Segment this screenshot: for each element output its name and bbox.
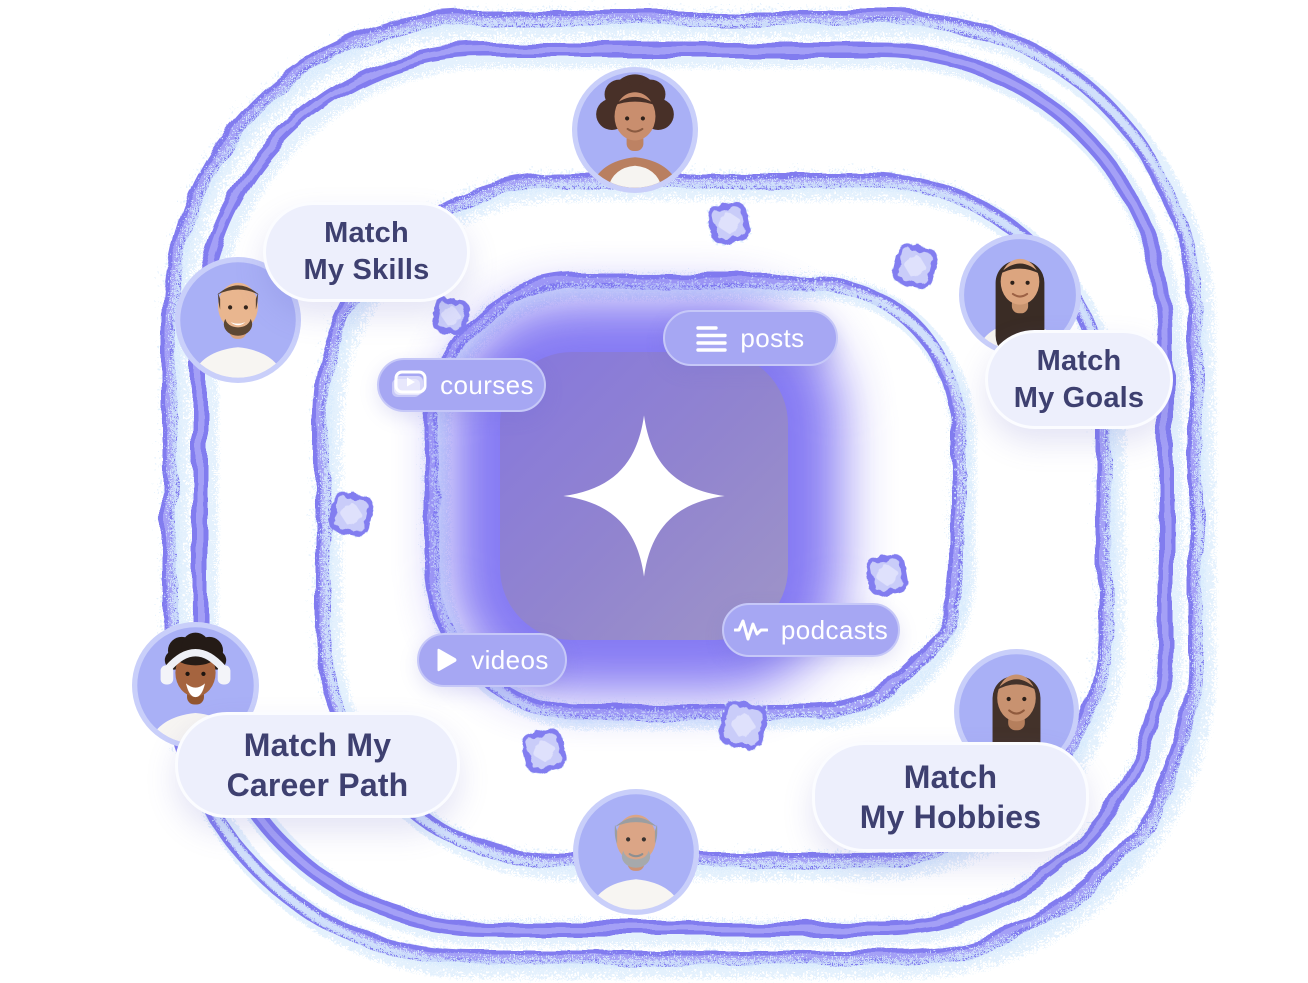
match-pill-line: My Goals	[1013, 381, 1145, 414]
course-slides-play-icon	[389, 370, 427, 401]
podcasts-tag[interactable]: podcasts	[722, 603, 900, 657]
match-my-career-path-pill[interactable]: Match My Career Path	[175, 712, 460, 818]
match-my-goals-pill[interactable]: Match My Goals	[985, 330, 1173, 429]
play-icon	[435, 647, 458, 673]
ai-center-card	[500, 352, 788, 640]
avatar-senior-man	[573, 789, 699, 915]
match-pill-line: My Hobbies	[859, 799, 1042, 835]
tag-label: videos	[471, 644, 549, 675]
match-pill-line: Career Path	[226, 767, 409, 803]
outer-ring	[158, 6, 1207, 970]
tag-label: courses	[440, 369, 534, 400]
tag-label: posts	[740, 322, 805, 353]
middle-ring	[310, 168, 1117, 872]
match-pill-line: Match	[903, 759, 998, 795]
inner-ring	[420, 270, 970, 724]
sparkle-star-icon	[563, 415, 725, 577]
posts-lines-icon	[696, 325, 728, 352]
waveform-icon	[733, 618, 768, 642]
avatar-skills-bearded-man	[175, 257, 301, 383]
match-pill-line: My Skills	[303, 254, 430, 286]
match-pill-line: Match My	[243, 727, 392, 763]
match-pill-line: Match	[324, 217, 409, 249]
posts-tag[interactable]: posts	[663, 310, 838, 366]
match-my-hobbies-pill[interactable]: Match My Hobbies	[812, 742, 1089, 852]
avatar-goals-woman	[959, 234, 1081, 356]
tag-label: podcasts	[780, 614, 889, 645]
courses-tag[interactable]: courses	[377, 358, 546, 412]
match-my-skills-pill[interactable]: Match My Skills	[263, 202, 470, 302]
match-pill-line: Match	[1036, 344, 1122, 377]
videos-tag[interactable]: videos	[417, 633, 567, 687]
avatar-top-curly-woman	[572, 67, 698, 193]
